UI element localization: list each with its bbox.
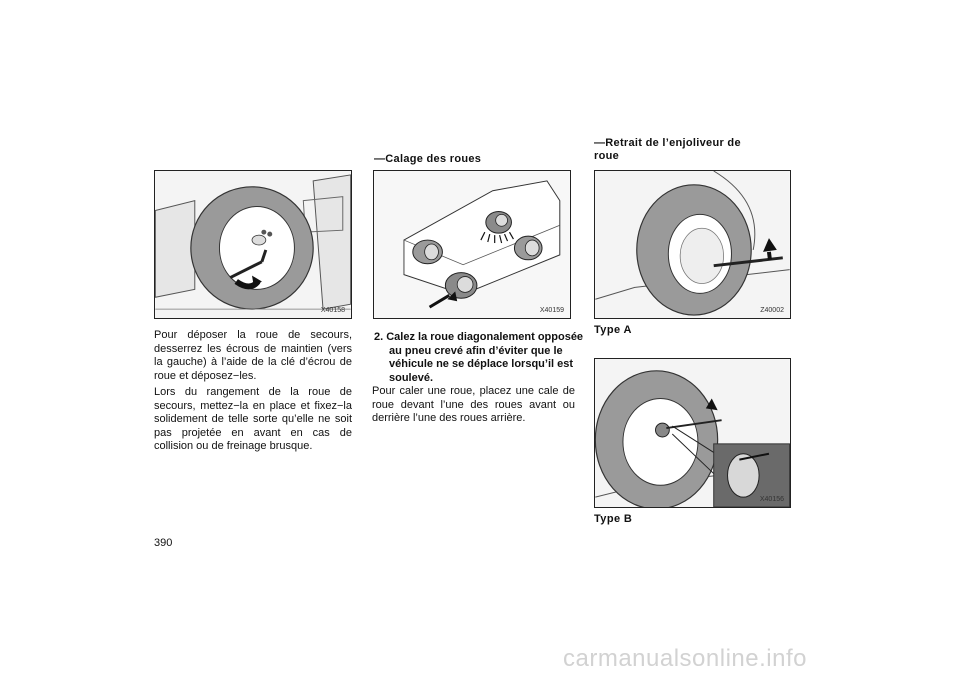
wheel-chock-illustration: X40159 (373, 170, 571, 319)
caption-type-a: Type A (594, 324, 632, 336)
figure-code: X40156 (759, 496, 784, 503)
paragraph-chock-placement: Pour caler une roue, placez une cale de … (372, 385, 575, 424)
hubcap-a-drawing (595, 171, 790, 318)
vehicle-chock-drawing (374, 171, 570, 318)
hubcap-b-drawing (595, 359, 790, 507)
spare-wheel-illustration: X40158 (154, 170, 352, 319)
hubcap-type-a-illustration: Z40002 (594, 170, 791, 319)
caption-type-b: Type B (594, 513, 633, 525)
paragraph-store-spare: Lors du rangement de la roue de secours,… (154, 386, 352, 452)
figure-code: X40158 (320, 307, 345, 314)
heading-wheel-blocking: —Calage des roues (374, 153, 482, 165)
heading-hubcap-removal: —Retrait de l’enjoliveur de roue (594, 137, 741, 162)
step-2-chock-instruction: 2. Calez la roue diagonalement opposée a… (374, 331, 584, 384)
page-number: 390 (154, 537, 173, 549)
paragraph-remove-spare: Pour déposer la roue de secours, desserr… (154, 329, 352, 382)
watermark: carmanualsonline.info (563, 645, 807, 672)
figure-code: X40159 (539, 307, 564, 314)
figure-code: Z40002 (760, 307, 784, 314)
spare-wheel-drawing (155, 171, 351, 318)
hubcap-type-b-illustration: X40156 (594, 358, 791, 508)
